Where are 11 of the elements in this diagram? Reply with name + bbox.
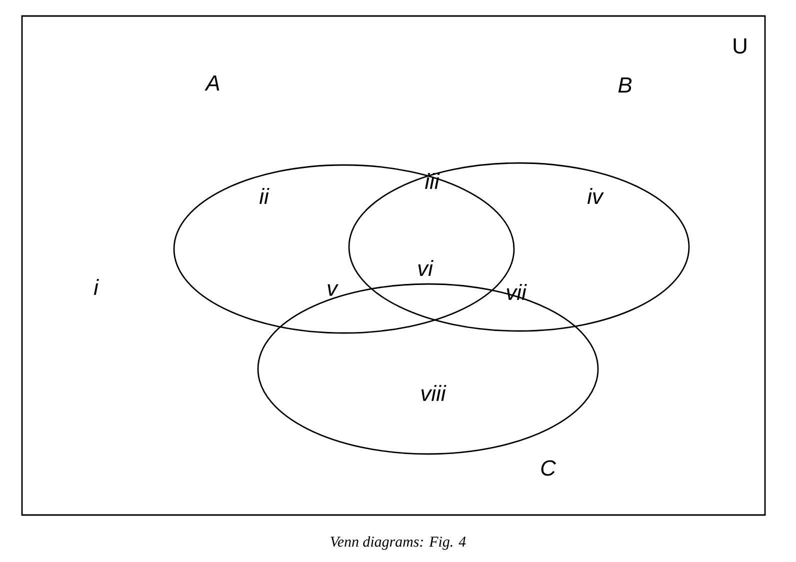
set-label: A — [204, 75, 220, 91]
set-label: U — [734, 38, 746, 54]
set-label: B — [618, 77, 632, 93]
region-label: i — [94, 279, 99, 295]
set-label: C — [541, 460, 556, 476]
region-label: v — [328, 284, 339, 296]
caption: Venn diagrams: Fig. 4 — [330, 536, 466, 550]
region-label: iv — [587, 188, 604, 204]
region-label: vi — [418, 260, 434, 276]
region-label: ii — [260, 188, 270, 204]
region-label: viii — [421, 385, 446, 401]
